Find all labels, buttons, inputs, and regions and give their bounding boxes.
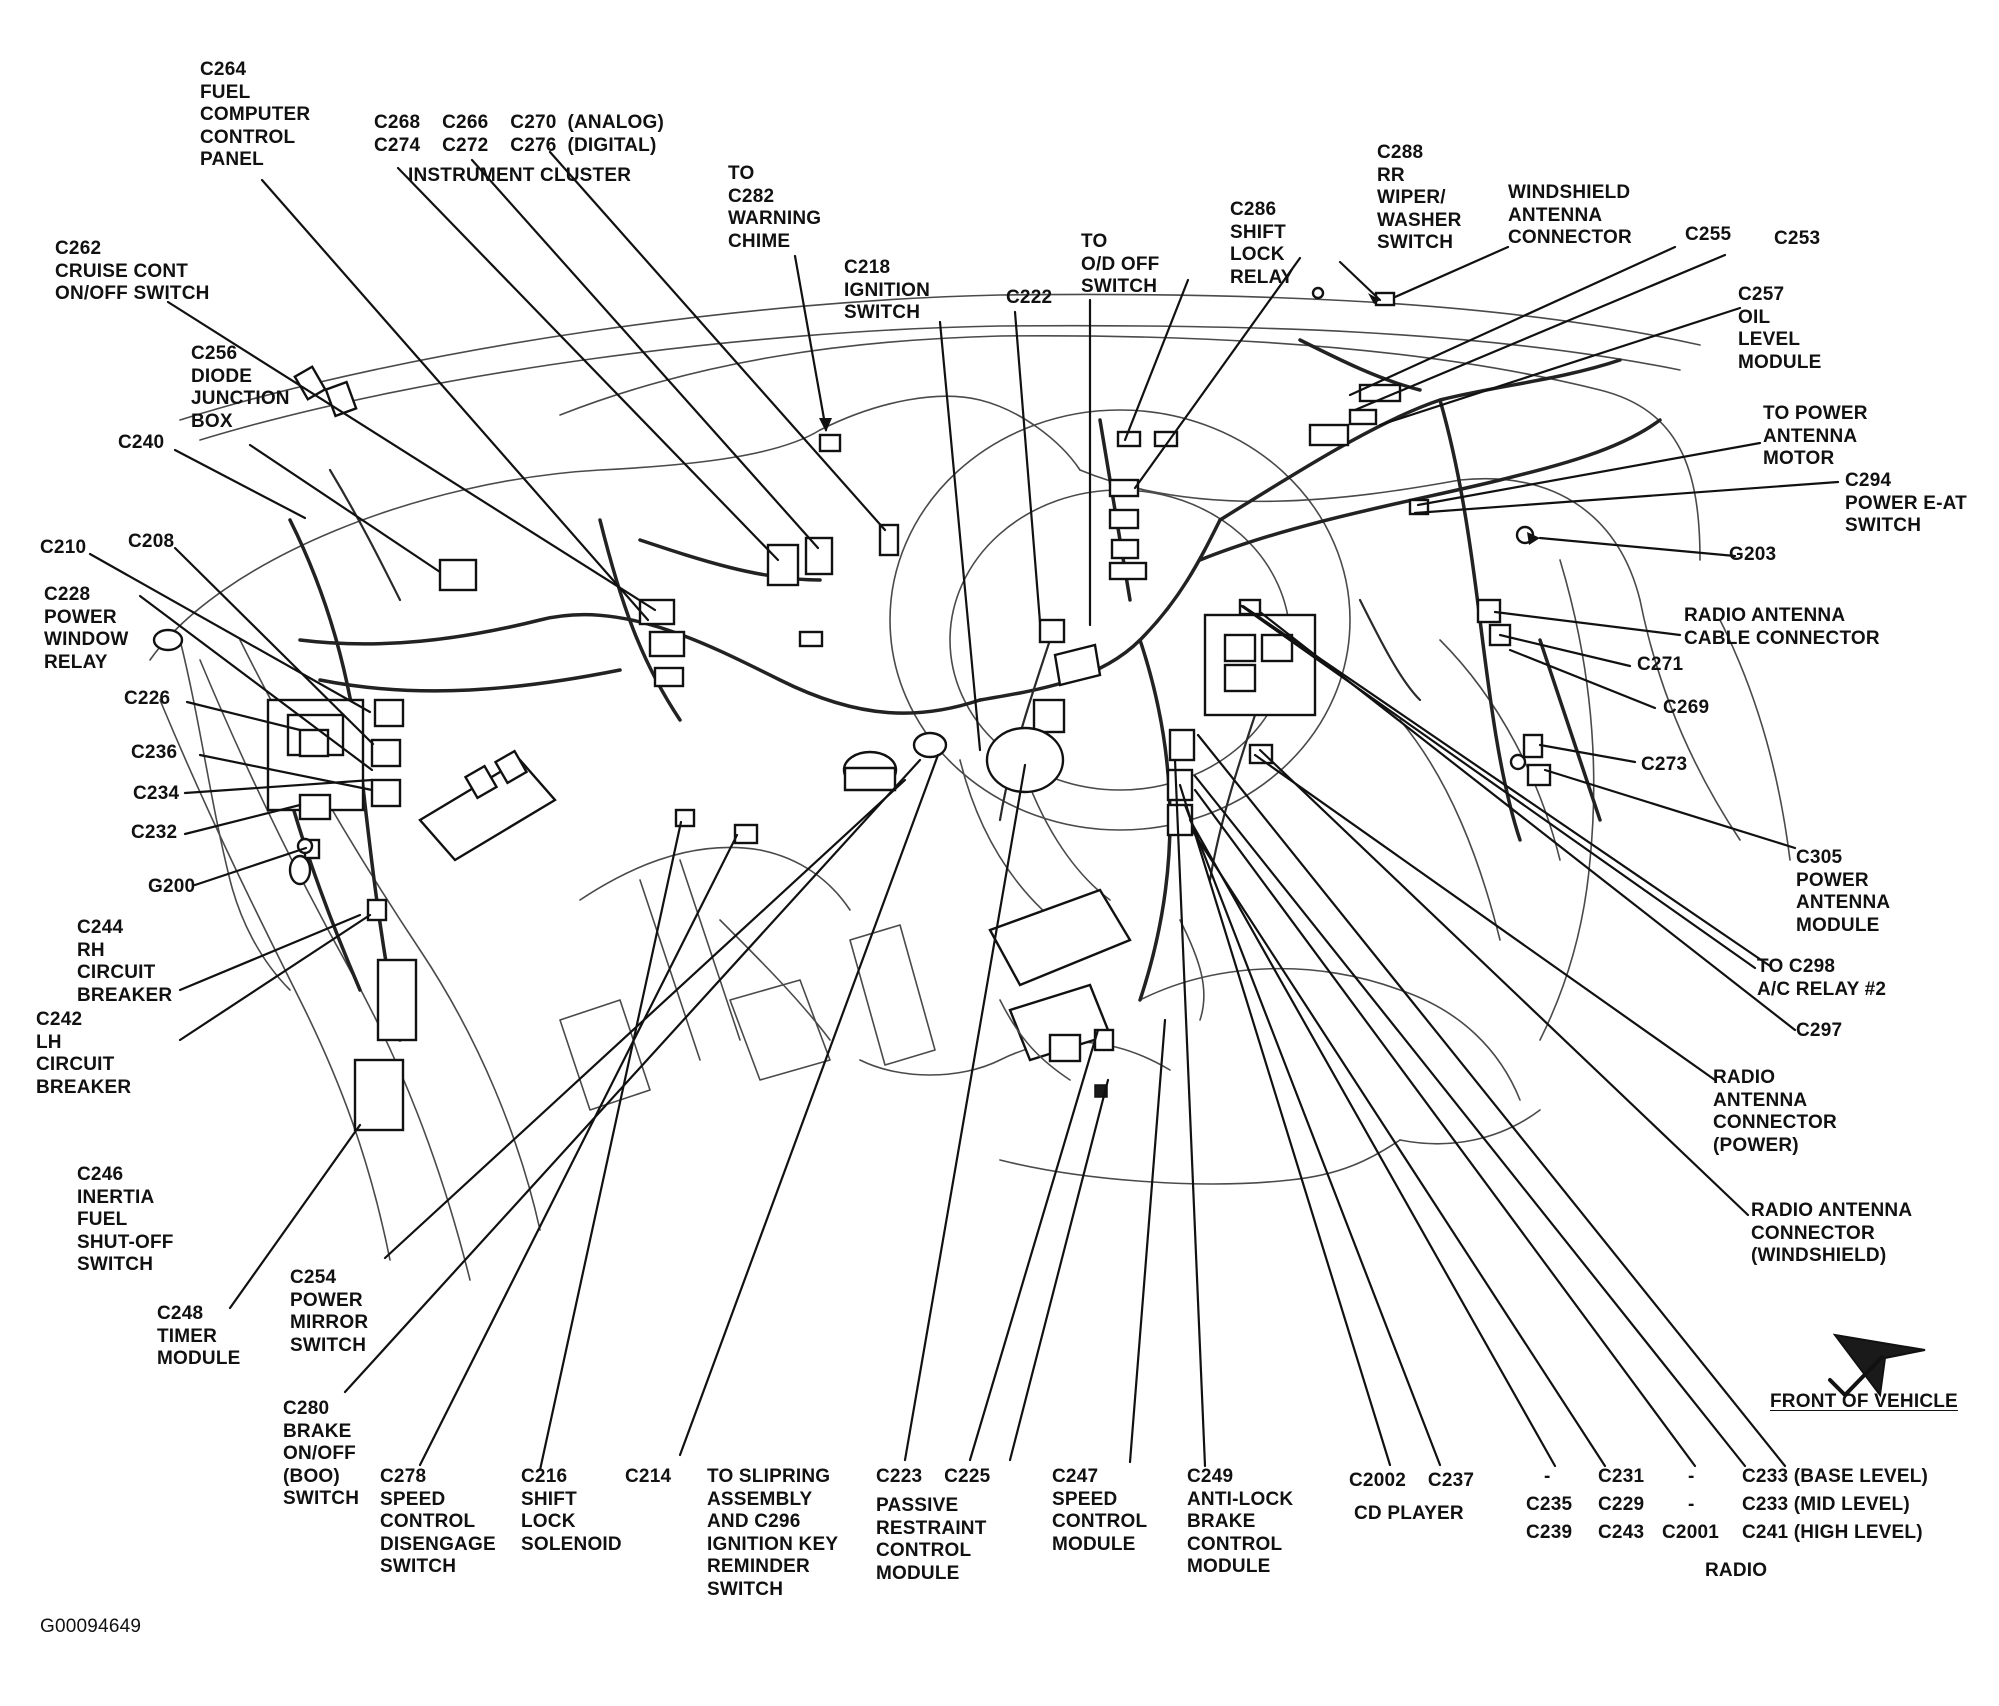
label-cd-connectors: C2002 C237 bbox=[1349, 1470, 1475, 1491]
label-radio-col3-row2: - bbox=[1688, 1494, 1695, 1515]
label-c233-base-level: C233 (BASE LEVEL) bbox=[1742, 1466, 1929, 1487]
label-c262-cruise-switch: C262 CRUISE CONT ON/OFF SWITCH bbox=[55, 238, 210, 304]
figure-id: G00094649 bbox=[40, 1616, 142, 1637]
label-g200: G200 bbox=[148, 876, 196, 897]
label-c236: C236 bbox=[131, 742, 178, 763]
label-c298-ac-relay: TO C298 A/C RELAY #2 bbox=[1757, 956, 1887, 1000]
label-radio-col3-row3: C2001 bbox=[1662, 1522, 1719, 1543]
arrowheads bbox=[819, 293, 1540, 545]
label-c264-fuel-computer: C264 FUEL COMPUTER CONTROL PANEL bbox=[200, 59, 311, 170]
label-c234: C234 bbox=[133, 783, 180, 804]
label-c210: C210 bbox=[40, 537, 87, 558]
label-radio-col2-row3: C243 bbox=[1598, 1522, 1645, 1543]
label-c216-shift-lock-solenoid: C216 SHIFT LOCK SOLENOID bbox=[521, 1466, 622, 1555]
label-c286-shift-lock-relay: C286 SHIFT LOCK RELAY bbox=[1230, 199, 1294, 288]
label-radio-col2-row2: C229 bbox=[1598, 1494, 1645, 1515]
label-radio-col1-row1: - bbox=[1544, 1466, 1551, 1487]
label-c232: C232 bbox=[131, 822, 178, 843]
label-c241-high-level: C241 (HIGH LEVEL) bbox=[1742, 1522, 1923, 1543]
label-cluster-row2: C274 C272 C276 (DIGITAL) bbox=[374, 135, 657, 156]
components bbox=[152, 286, 1552, 1132]
label-c269: C269 bbox=[1663, 697, 1710, 718]
label-c214: C214 bbox=[625, 1466, 672, 1487]
label-c246-inertia-switch: C246 INERTIA FUEL SHUT-OFF SWITCH bbox=[77, 1164, 174, 1275]
label-c226: C226 bbox=[124, 688, 171, 709]
label-c253: C253 bbox=[1774, 228, 1821, 249]
label-radio-antenna-cable: RADIO ANTENNA CABLE CONNECTOR bbox=[1684, 605, 1880, 649]
label-c255: C255 bbox=[1685, 224, 1732, 245]
label-c233-mid-level: C233 (MID LEVEL) bbox=[1742, 1494, 1910, 1515]
label-c288-rr-wiper: C288 RR WIPER/ WASHER SWITCH bbox=[1377, 142, 1462, 253]
label-c273: C273 bbox=[1641, 754, 1688, 775]
label-power-antenna-motor: TO POWER ANTENNA MOTOR bbox=[1763, 403, 1868, 469]
label-c296-slipring: TO SLIPRING ASSEMBLY AND C296 IGNITION K… bbox=[707, 1466, 839, 1600]
label-c218-ignition-switch: C218 IGNITION SWITCH bbox=[844, 257, 931, 323]
label-c244-rh-circuit-breaker: C244 RH CIRCUIT BREAKER bbox=[77, 917, 173, 1006]
leader-lines bbox=[88, 150, 1840, 1472]
label-c240: C240 bbox=[118, 432, 165, 453]
label-c305-power-antenna-module: C305 POWER ANTENNA MODULE bbox=[1796, 847, 1891, 936]
label-c223-c225: C223 C225 bbox=[876, 1466, 991, 1487]
label-c294-power-eat: C294 POWER E-AT SWITCH bbox=[1845, 470, 1967, 536]
label-c222: C222 bbox=[1006, 287, 1053, 308]
label-radio-antenna-connector-power: RADIO ANTENNA CONNECTOR (POWER) bbox=[1713, 1067, 1837, 1156]
label-c257-oil-level: C257 OIL LEVEL MODULE bbox=[1738, 284, 1822, 373]
label-cd-player: CD PLAYER bbox=[1354, 1503, 1464, 1524]
label-instrument-cluster: INSTRUMENT CLUSTER bbox=[408, 165, 632, 186]
label-passive-restraint-module: PASSIVE RESTRAINT CONTROL MODULE bbox=[876, 1495, 987, 1584]
label-c247-speed-control-module: C247 SPEED CONTROL MODULE bbox=[1052, 1466, 1148, 1555]
label-windshield-antenna-connector: WINDSHIELD ANTENNA CONNECTOR bbox=[1508, 182, 1632, 248]
label-c228-power-window-relay: C228 POWER WINDOW RELAY bbox=[44, 584, 129, 673]
label-c278-speed-control-disengage: C278 SPEED CONTROL DISENGAGE SWITCH bbox=[380, 1466, 496, 1577]
label-c297: C297 bbox=[1796, 1020, 1843, 1041]
label-c248-timer-module: C248 TIMER MODULE bbox=[157, 1303, 241, 1369]
label-radio-col1-row2: C235 bbox=[1526, 1494, 1573, 1515]
label-c249-abs-module: C249 ANTI-LOCK BRAKE CONTROL MODULE bbox=[1187, 1466, 1294, 1577]
label-c208: C208 bbox=[128, 531, 175, 552]
label-od-off-switch: TO O/D OFF SWITCH bbox=[1081, 231, 1160, 297]
label-c280-brake-switch: C280 BRAKE ON/OFF (BOO) SWITCH bbox=[283, 1398, 360, 1509]
label-g203: G203 bbox=[1729, 544, 1777, 565]
label-front-of-vehicle: FRONT OF VEHICLE bbox=[1770, 1391, 1958, 1412]
label-c271: C271 bbox=[1637, 654, 1684, 675]
label-radio-antenna-connector-windshield: RADIO ANTENNA CONNECTOR (WINDSHIELD) bbox=[1751, 1200, 1913, 1266]
label-radio: RADIO bbox=[1705, 1560, 1768, 1581]
label-radio-col1-row3: C239 bbox=[1526, 1522, 1573, 1543]
label-c242-lh-circuit-breaker: C242 LH CIRCUIT BREAKER bbox=[36, 1009, 132, 1098]
label-c254-power-mirror: C254 POWER MIRROR SWITCH bbox=[290, 1267, 369, 1356]
label-c282-warning-chime: TO C282 WARNING CHIME bbox=[728, 163, 822, 252]
front-of-vehicle-arrow bbox=[1828, 1333, 1926, 1398]
label-c256-diode-junction: C256 DIODE JUNCTION BOX bbox=[191, 343, 290, 432]
label-radio-col2-row1: C231 bbox=[1598, 1466, 1645, 1487]
label-cluster-row1: C268 C266 C270 (ANALOG) bbox=[374, 112, 665, 133]
label-radio-col3-row1: - bbox=[1688, 1466, 1695, 1487]
